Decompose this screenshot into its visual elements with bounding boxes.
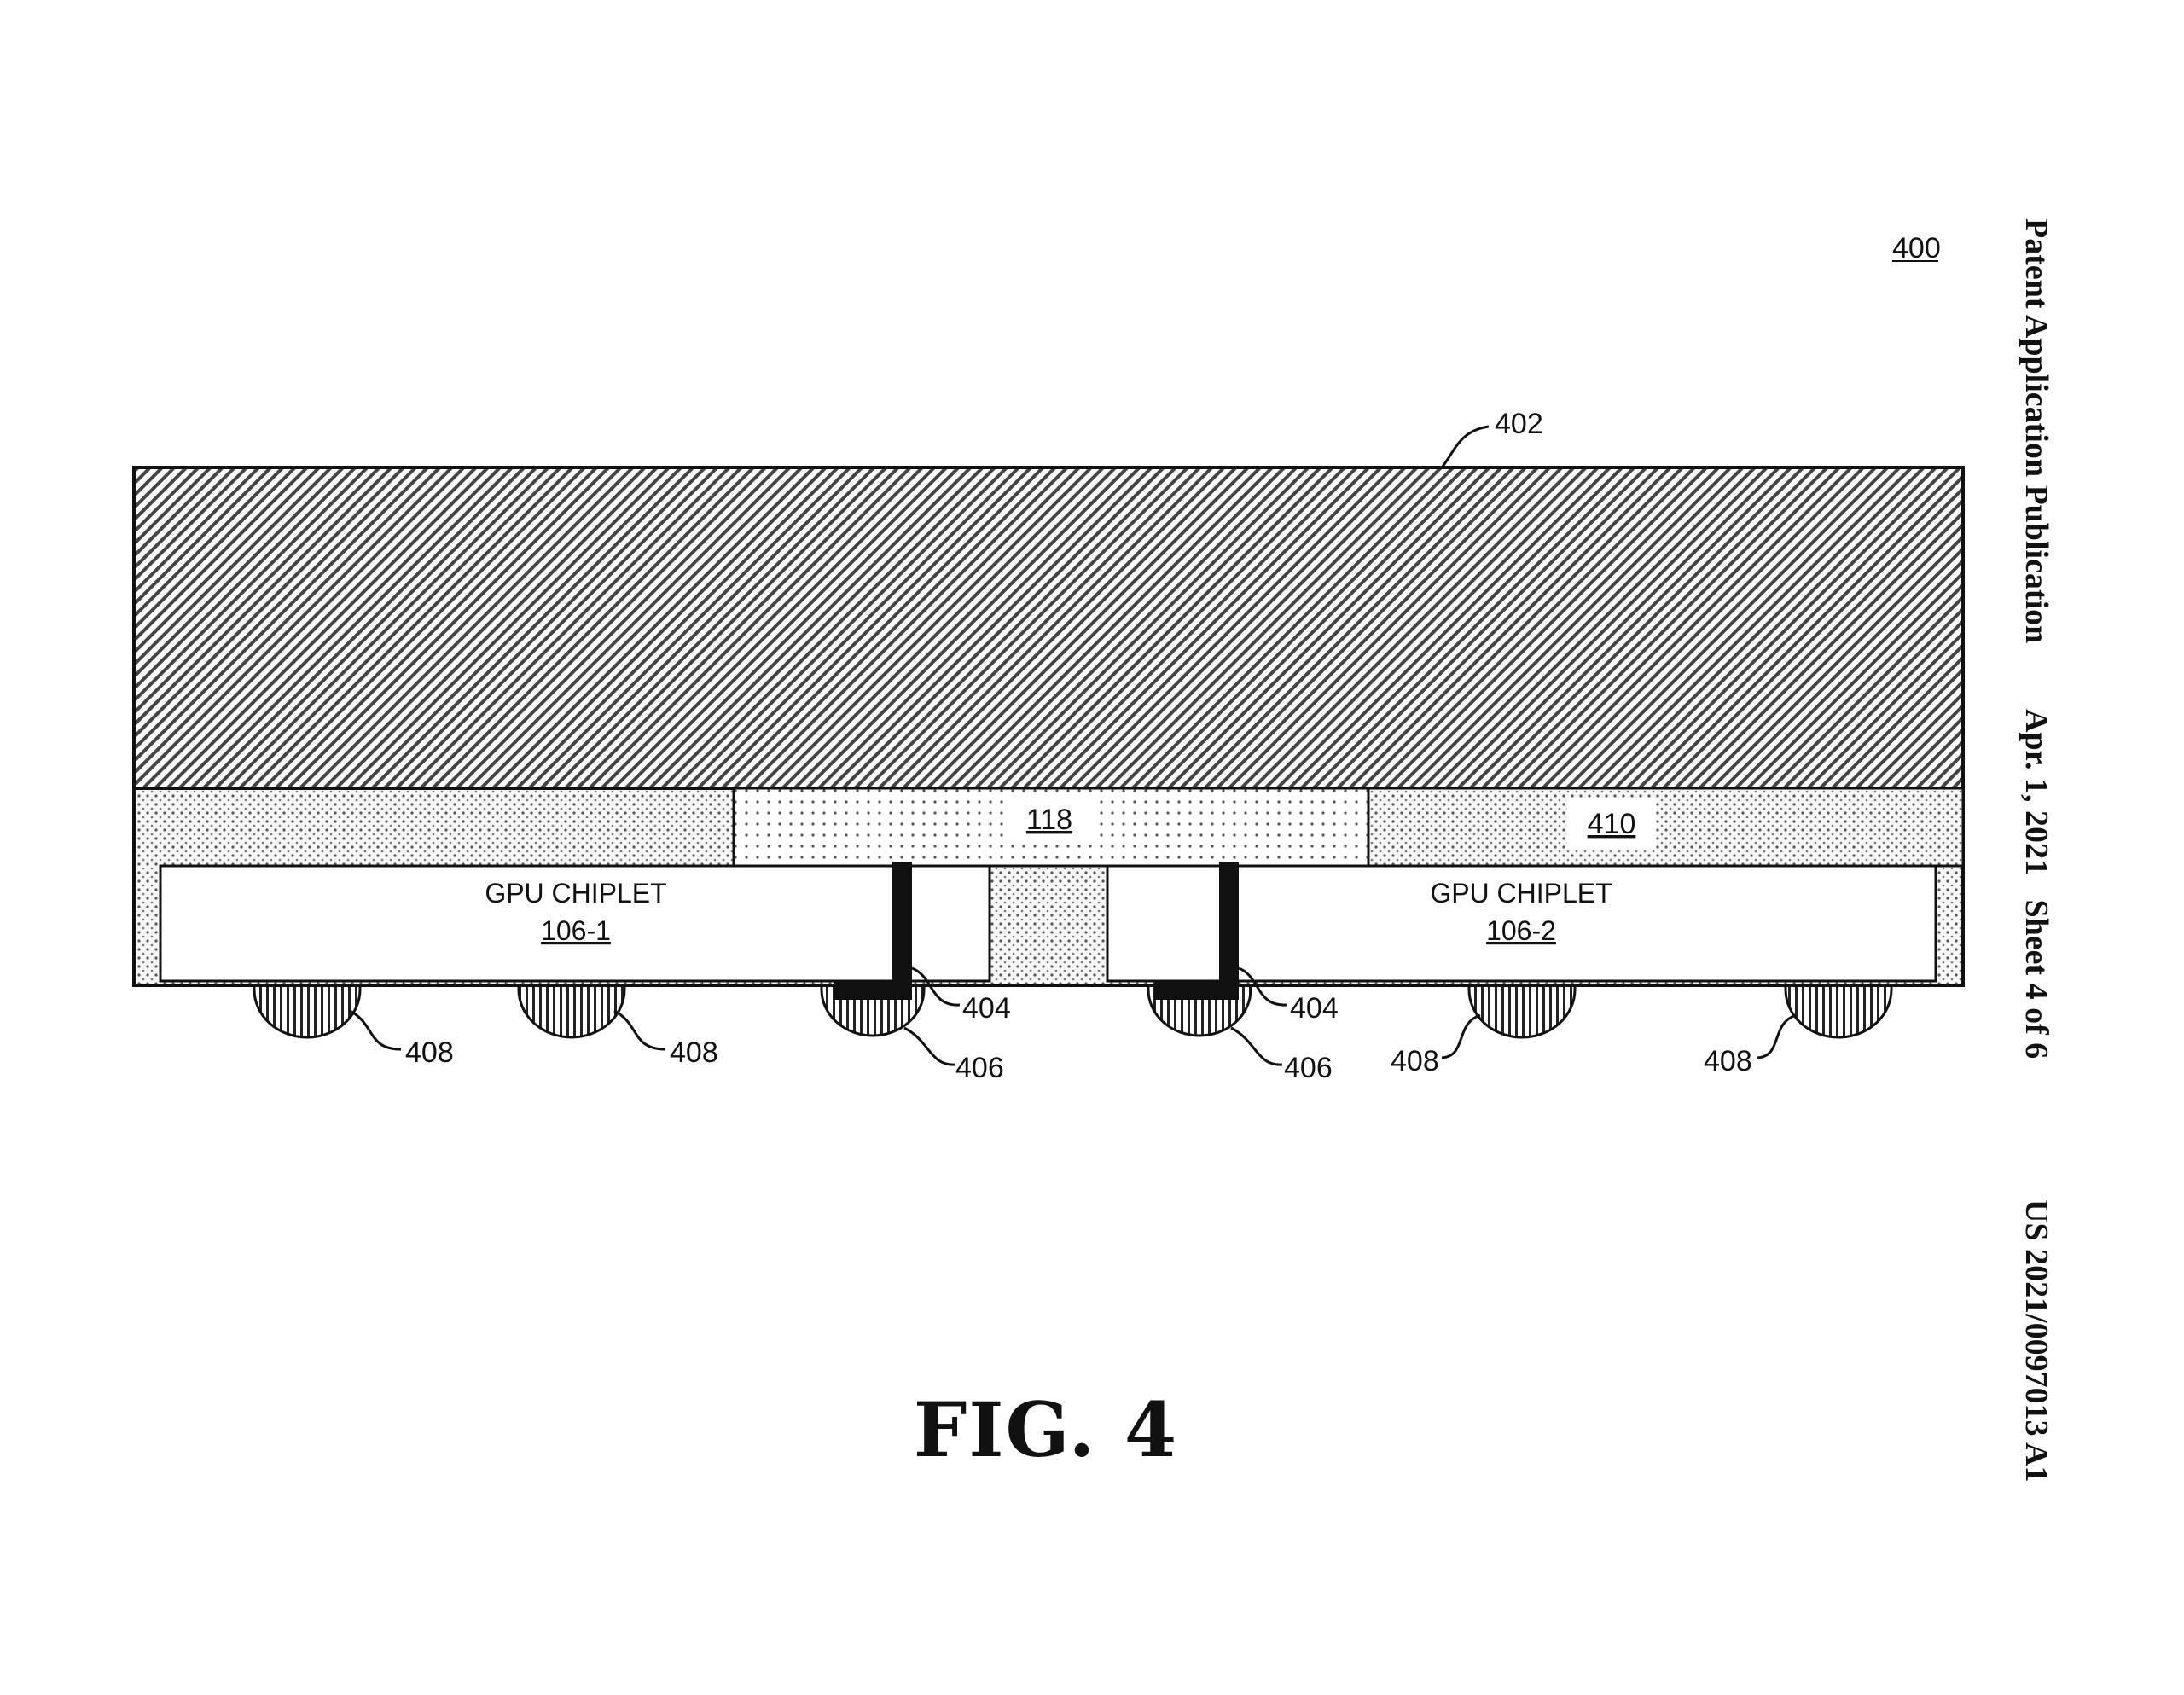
- label-408: 408: [670, 1036, 718, 1069]
- solder-bump: [517, 979, 626, 1039]
- chiplet-ref: 106-1: [541, 915, 611, 946]
- label-404: 404: [962, 992, 1011, 1025]
- chiplet-body: [159, 864, 991, 983]
- label-402: 402: [1495, 408, 1543, 440]
- leader-line: [911, 966, 961, 1007]
- label-408: 408: [1391, 1045, 1439, 1077]
- mold-label: 410: [1588, 808, 1636, 840]
- leader-line: [349, 1009, 402, 1051]
- label-406: 406: [956, 1052, 1004, 1084]
- bridge-label-background: [1005, 793, 1094, 845]
- label-406: 406: [1284, 1052, 1333, 1084]
- label-408: 408: [1704, 1045, 1752, 1077]
- label-408: 408: [405, 1036, 454, 1069]
- chiplet-body: [1106, 864, 1937, 983]
- gpu-chiplet-106-1: GPU CHIPLET 106-1: [159, 864, 991, 983]
- region-410: [1367, 787, 1965, 868]
- chiplet-ref: 106-2: [1486, 915, 1556, 946]
- leader-line: [613, 1009, 666, 1051]
- mold-label-background: [1567, 798, 1656, 849]
- solder-bump: [1467, 979, 1577, 1039]
- publication-title: Patent Application Publication: [2018, 218, 2054, 643]
- via-404-right: [1219, 862, 1239, 985]
- via-404-left: [892, 862, 912, 985]
- solder-bump: [253, 979, 362, 1039]
- leader-line: [903, 1026, 956, 1066]
- leader-line: [1238, 966, 1287, 1007]
- leader-line: [1230, 1026, 1283, 1066]
- leader-line: [1757, 1013, 1797, 1059]
- solder-bumps: [253, 979, 1893, 1039]
- chiplet-title: GPU CHIPLET: [1430, 878, 1612, 908]
- publication-number: US 2021/0097013 A1: [2018, 1199, 2054, 1482]
- leader-lines: [349, 425, 1797, 1066]
- date-sheet: Apr. 1, 2021 Sheet 4 of 6: [2018, 709, 2054, 1059]
- pad-406-right: [1154, 981, 1239, 1000]
- chiplet-title: GPU CHIPLET: [485, 878, 666, 908]
- gpu-chiplet-106-2: GPU CHIPLET 106-2: [1106, 864, 1937, 983]
- bridge-label: 118: [1026, 804, 1072, 836]
- solder-bump: [1784, 979, 1893, 1039]
- figure-caption: FIG. 4: [914, 1385, 1178, 1474]
- side-header: Patent Application Publication Apr. 1, 2…: [2018, 218, 2054, 1482]
- leader-line: [1440, 425, 1490, 468]
- leader-line: [1441, 1013, 1481, 1059]
- pad-406-left: [834, 981, 912, 1000]
- heat-spreader-402: [132, 466, 1965, 790]
- label-404: 404: [1290, 992, 1339, 1025]
- figure-ref-400: 400: [1892, 232, 1941, 264]
